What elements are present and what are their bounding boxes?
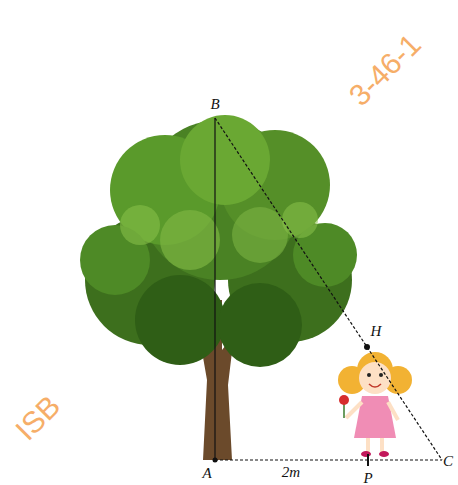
arm xyxy=(346,402,362,418)
point-dot xyxy=(364,344,370,350)
tree-height-line xyxy=(214,118,215,460)
point-label: P xyxy=(363,471,372,485)
watermark: 3-46-1 xyxy=(344,29,427,112)
point-dot xyxy=(213,458,218,463)
eye xyxy=(367,373,371,377)
leg xyxy=(380,438,384,452)
foliage xyxy=(120,205,160,245)
foliage xyxy=(180,115,270,205)
shoe xyxy=(379,451,389,457)
girl-figure xyxy=(338,352,412,457)
tree-crown xyxy=(80,115,357,367)
face xyxy=(359,362,391,394)
point-label: A xyxy=(202,466,211,481)
tree xyxy=(80,115,357,460)
leg xyxy=(366,438,370,452)
foliage xyxy=(135,275,225,365)
dimension-label: 2m xyxy=(282,465,300,480)
foliage xyxy=(218,283,302,367)
triangle-lines xyxy=(215,118,442,466)
sight-line xyxy=(215,118,442,460)
ground-line xyxy=(215,459,442,460)
arm xyxy=(388,402,398,420)
point-label: H xyxy=(371,324,382,339)
mouth xyxy=(369,384,381,387)
watermark: ISB xyxy=(10,390,65,445)
point-label: C xyxy=(443,454,453,469)
flower xyxy=(339,395,349,405)
foliage xyxy=(160,210,220,270)
eye xyxy=(379,373,383,377)
shoe xyxy=(361,451,371,457)
tick-mark xyxy=(367,454,369,466)
point-label: B xyxy=(210,97,219,112)
foliage xyxy=(282,202,318,238)
